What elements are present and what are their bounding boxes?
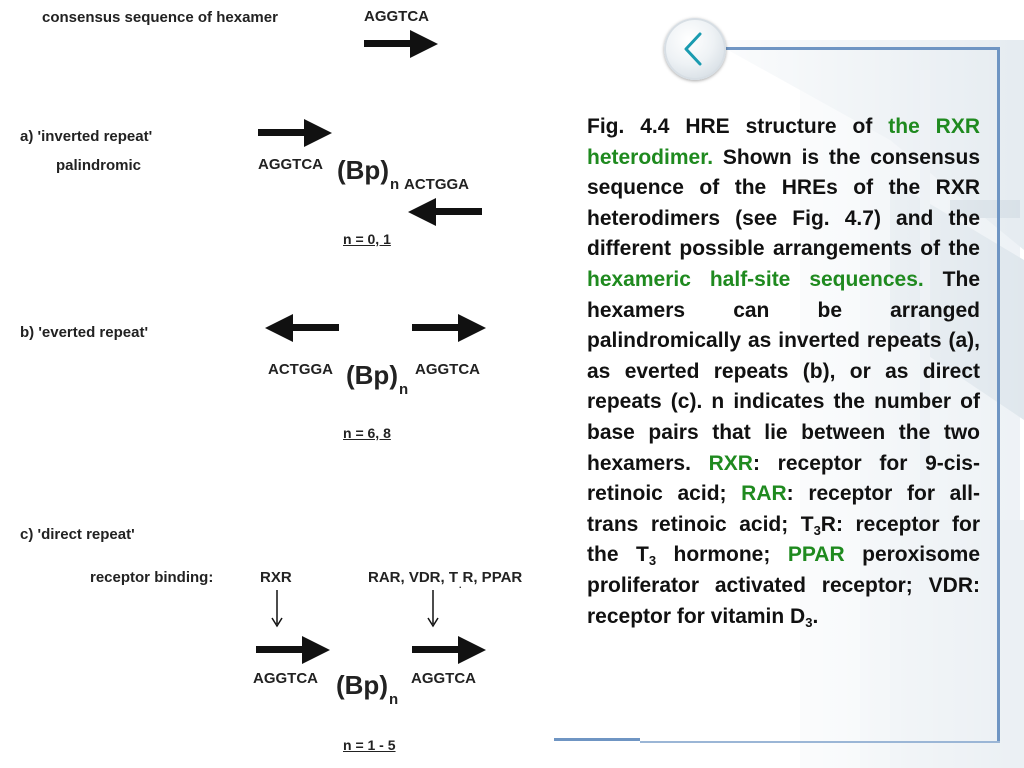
section-c-bp: (Bp)n [336,670,399,708]
arrow-right-icon [412,636,486,664]
figure-caption: Fig. 4.4 HRE structure of the RXR hetero… [587,115,981,630]
receptor-binding-label: receptor binding: [90,569,214,586]
arrow-left-icon [265,314,339,342]
section-c-n: n = 1 - 5 [343,737,396,753]
section-a-subtitle: palindromic [56,157,142,174]
consensus-seq: AGGTCA [364,8,429,25]
highlight-rar: RAR [741,482,787,506]
section-b-n: n = 6, 8 [343,425,391,441]
highlight-hexameric: hexameric half-site sequences. [587,267,924,291]
highlight-rxr-heterodimer: the RXR heterodimer. [587,115,980,169]
decorative-background [560,0,1024,768]
rxr-label: RXR [260,569,292,586]
section-b-bp: (Bp)n [346,360,409,398]
section-a-title: a) 'inverted repeat' [20,128,153,145]
arrow-left-icon [408,198,482,226]
back-button[interactable] [664,18,726,80]
consensus-label: consensus sequence of hexamer [42,9,278,26]
section-b-title: b) 'everted repeat' [20,324,149,341]
section-a-right-seq: ACTGGA [404,176,469,193]
section-c-title: c) 'direct repeat' [20,526,135,543]
frame-right-line [997,47,1000,742]
section-b-left-seq: ACTGGA [268,361,333,378]
highlight-rxr: RXR [708,451,753,475]
frame-bottom-line [640,741,1000,743]
arrow-down-icon [427,590,439,628]
section-c-right-seq: AGGTCA [411,670,476,687]
arrow-right-icon [258,119,332,147]
chevron-left-icon [684,32,702,66]
section-a-left-seq: AGGTCA [258,156,323,173]
arrow-right-icon [412,314,486,342]
arrow-right-icon [256,636,330,664]
highlight-ppar: PPAR [787,543,845,567]
arrow-down-icon [271,590,283,628]
frame-bottom-line [554,738,640,741]
section-a-n: n = 0, 1 [343,231,391,247]
arrow-right-icon [364,30,438,58]
section-a-bp: (Bp)n [337,155,400,193]
section-c-left-seq: AGGTCA [253,670,318,687]
section-b-right-seq: AGGTCA [415,361,480,378]
partner-receptors-label: RAR, VDR, T.R, PPAR [368,569,523,590]
frame-top-line [700,47,1000,50]
